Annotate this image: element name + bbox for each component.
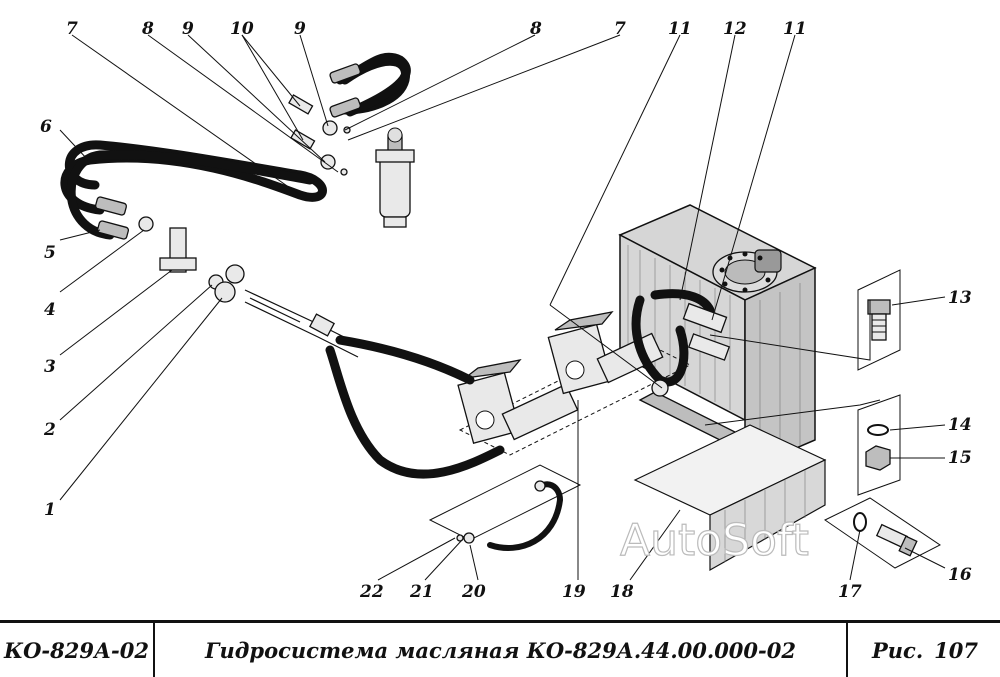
callout-13: 13 xyxy=(948,288,972,308)
hydraulic-cylinder xyxy=(375,127,415,228)
hoses xyxy=(60,52,715,551)
callout-12: 12 xyxy=(723,19,747,39)
callout-20: 20 xyxy=(461,582,486,602)
callout-19: 19 xyxy=(562,582,586,602)
figure-reference: Рис. 107 xyxy=(848,623,1000,677)
callout-labels: 1 2 3 4 5 6 7 7 8 8 9 9 10 11 11 12 13 1… xyxy=(40,19,972,602)
figure-number: 107 xyxy=(934,637,978,663)
model-code: КО-829А-02 xyxy=(0,623,155,677)
callout-22: 22 xyxy=(359,582,384,602)
callout-21: 21 xyxy=(409,582,434,602)
fittings xyxy=(94,63,731,544)
pipes xyxy=(244,289,361,358)
leader-lines xyxy=(59,34,946,581)
callout-15: 15 xyxy=(948,448,972,468)
hydraulic-system-diagram: 1 2 3 4 5 6 7 7 8 8 9 9 10 11 11 12 13 1… xyxy=(40,19,972,602)
distributor-valve-right xyxy=(547,311,664,395)
drip-tray xyxy=(633,424,827,572)
callout-9-left: 9 xyxy=(182,19,194,39)
callout-4: 4 xyxy=(44,300,56,320)
callout-6: 6 xyxy=(40,117,52,137)
figure-label: Рис. xyxy=(872,637,924,663)
callout-8-left: 8 xyxy=(141,19,154,39)
callout-18: 18 xyxy=(610,582,634,602)
callout-10: 10 xyxy=(230,19,254,39)
title-block: КО-829А-02 Гидросистема масляная КО-829А… xyxy=(0,620,1000,677)
callout-2: 2 xyxy=(43,420,56,440)
callout-9-right: 9 xyxy=(294,19,306,39)
distributor-valve-left xyxy=(457,359,579,444)
callout-14: 14 xyxy=(948,415,972,435)
callout-11-right: 11 xyxy=(783,19,807,39)
drawing-title: Гидросистема масляная КО-829А.44.00.000-… xyxy=(155,623,848,677)
callout-1: 1 xyxy=(44,500,56,520)
hardware-detail xyxy=(824,269,941,569)
callout-7-left: 7 xyxy=(66,19,78,39)
filler-cap xyxy=(754,249,782,273)
callout-5: 5 xyxy=(44,243,56,263)
watermark: AutoSoft xyxy=(620,515,809,566)
callout-16: 16 xyxy=(948,565,972,585)
callout-7-right: 7 xyxy=(614,19,626,39)
callout-11-left: 11 xyxy=(668,19,692,39)
callout-8-right: 8 xyxy=(529,19,542,39)
callout-3: 3 xyxy=(44,357,56,377)
callout-17: 17 xyxy=(838,582,862,602)
